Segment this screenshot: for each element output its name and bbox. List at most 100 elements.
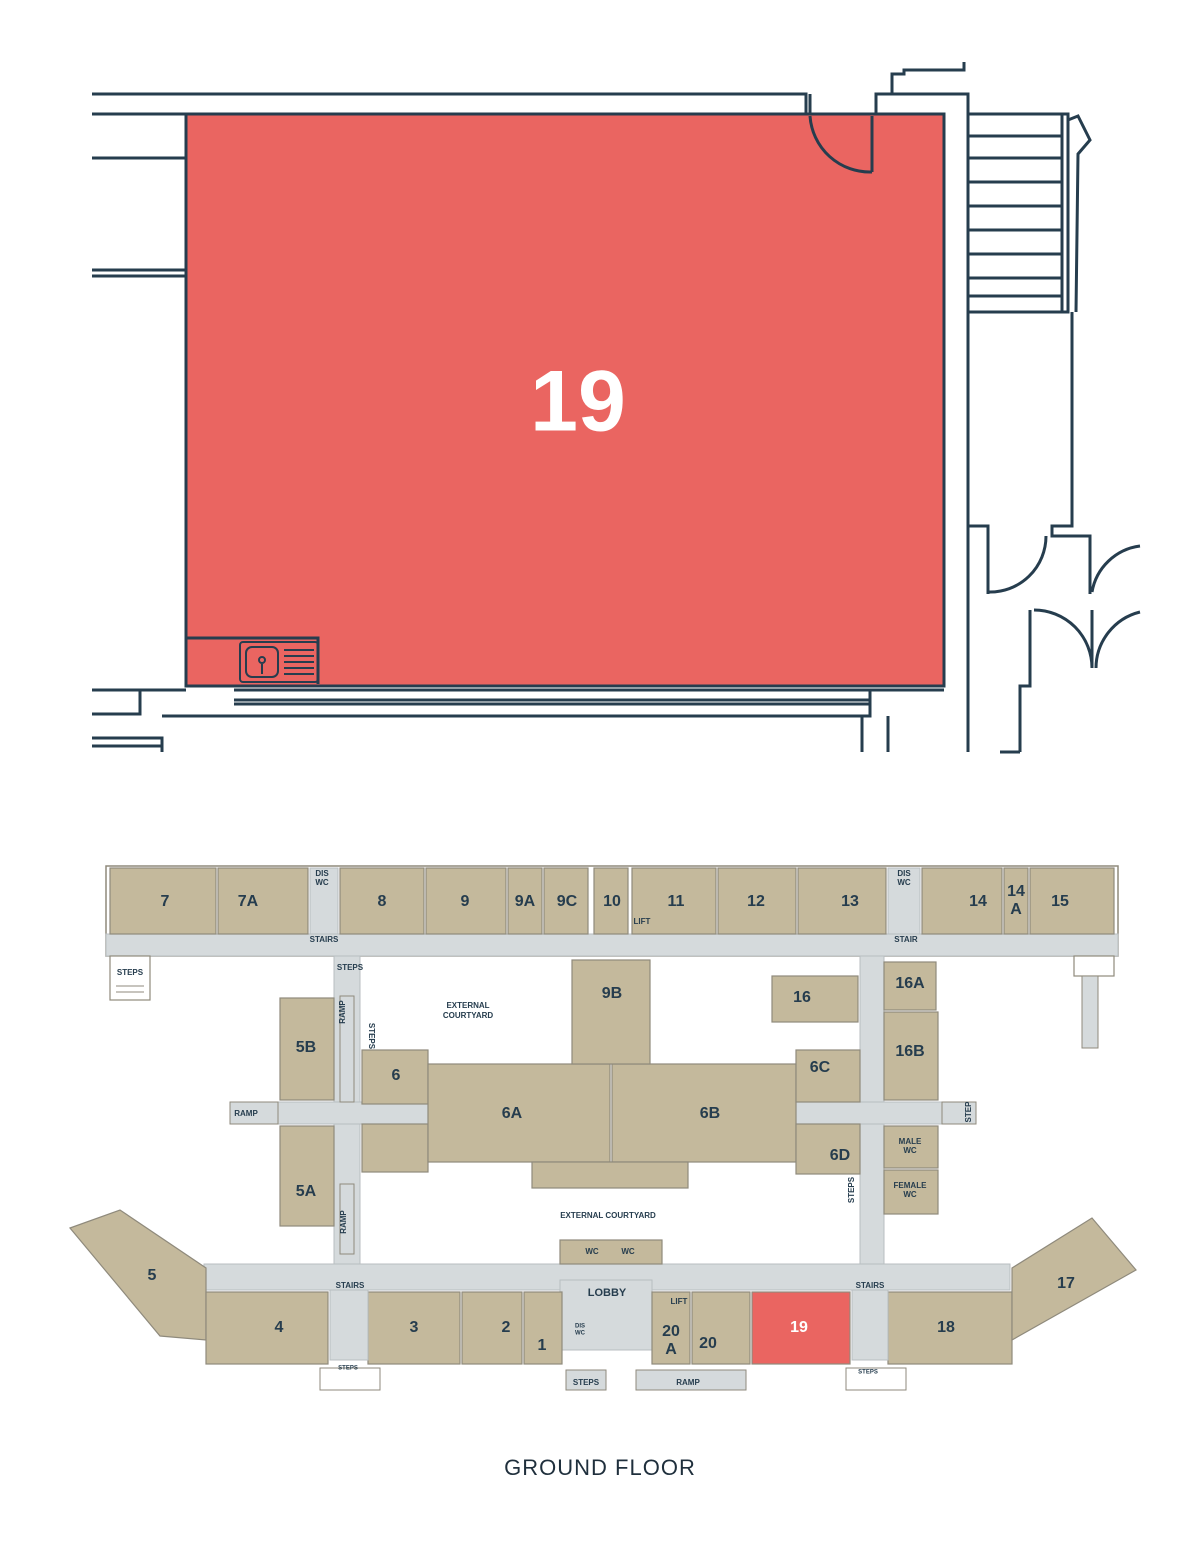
label-room-20a-top: 20 [662, 1323, 680, 1340]
label-lift-bottom: LIFT [671, 1297, 688, 1306]
label-dis-wc-right-1: DIS [897, 869, 911, 878]
room-8[interactable] [339, 867, 425, 935]
label-ramp-lobby: RAMP [676, 1378, 700, 1387]
label-room-14: 14 [969, 893, 987, 910]
room-6-lower [361, 1123, 429, 1173]
floor-caption: GROUND FLOOR [504, 1455, 696, 1480]
label-courtyard-top-2: COURTYARD [443, 1011, 494, 1020]
male-wc-room [883, 1125, 939, 1169]
label-room-6c: 6C [810, 1059, 831, 1076]
label-room-6b: 6B [700, 1105, 720, 1122]
north-corridor [105, 933, 1119, 957]
room-9b[interactable] [571, 959, 651, 1065]
label-steps-small-3: STEPS [847, 1176, 856, 1203]
label-room-4: 4 [275, 1319, 284, 1336]
room-5[interactable] [68, 1209, 207, 1341]
room-14a[interactable] [1003, 867, 1029, 935]
label-room-13: 13 [841, 893, 859, 910]
room-16[interactable] [771, 975, 859, 1023]
label-room-9b: 9B [602, 985, 622, 1002]
label-room-12: 12 [747, 893, 765, 910]
label-room-18: 18 [937, 1319, 955, 1336]
room-16a[interactable] [883, 961, 937, 1011]
label-dis-wc-left-1: DIS [315, 869, 329, 878]
label-step-right: STEP [964, 1101, 973, 1123]
label-room-20a-bottom: A [665, 1341, 677, 1358]
room-6a[interactable] [427, 1063, 611, 1163]
label-ramp-lower-vertical: RAMP [339, 1210, 348, 1234]
room-2[interactable] [461, 1291, 523, 1365]
room-1[interactable] [523, 1291, 563, 1365]
room-5a[interactable] [279, 1125, 335, 1227]
label-lift-top: LIFT [634, 917, 651, 926]
room-6d[interactable] [795, 1123, 861, 1175]
room-7a[interactable] [217, 867, 309, 935]
label-room-7a: 7A [238, 893, 259, 910]
label-room-11: 11 [668, 893, 685, 910]
label-male-wc-1: MALE [899, 1137, 922, 1146]
label-room-19: 19 [790, 1319, 808, 1336]
room-14[interactable] [921, 867, 1003, 935]
room-6b[interactable] [611, 1063, 797, 1163]
label-room-9c: 9C [557, 893, 578, 910]
label-room-10: 10 [603, 893, 621, 910]
label-room-1: 1 [538, 1337, 547, 1354]
room-6c[interactable] [795, 1049, 861, 1103]
label-lobby: LOBBY [588, 1287, 627, 1299]
label-wc-right: WC [621, 1247, 635, 1256]
label-room-6d: 6D [830, 1147, 850, 1164]
label-courtyard-middle: EXTERNAL COURTYARD [560, 1211, 656, 1220]
label-stairs-left: STAIRS [310, 935, 339, 944]
label-room-8: 8 [378, 893, 387, 910]
room-4[interactable] [205, 1291, 329, 1365]
room-20[interactable] [691, 1291, 751, 1365]
label-dis-wc-lobby-1: DIS [575, 1324, 585, 1330]
room-20a[interactable] [651, 1291, 691, 1365]
label-steps-small-2: STEPS [367, 1023, 376, 1050]
room-9c[interactable] [543, 867, 589, 935]
room-16b[interactable] [883, 1011, 939, 1101]
label-room-16a: 16A [895, 975, 925, 992]
label-room-16: 16 [793, 989, 811, 1006]
room-13[interactable] [797, 867, 887, 935]
label-dis-wc-left-2: WC [315, 878, 329, 887]
label-courtyard-top-1: EXTERNAL [446, 1001, 489, 1010]
room-17[interactable] [1011, 1217, 1137, 1342]
label-stair-right: STAIR [894, 935, 918, 944]
label-room-5b: 5B [296, 1039, 316, 1056]
room-19[interactable] [751, 1291, 851, 1365]
room-9a[interactable] [507, 867, 543, 935]
label-stairs-bottom-right: STAIRS [856, 1281, 885, 1290]
room-11[interactable] [631, 867, 717, 935]
label-steps-lobby: STEPS [573, 1378, 600, 1387]
room-5b[interactable] [279, 997, 335, 1101]
label-dis-wc-right-2: WC [897, 878, 911, 887]
room-10[interactable] [593, 867, 629, 935]
label-ramp-left-horizontal: RAMP [234, 1109, 258, 1118]
label-ramp-left-vertical: RAMP [338, 1000, 347, 1024]
room-7[interactable] [109, 867, 217, 935]
detail-room-19[interactable] [184, 112, 946, 688]
room-12[interactable] [717, 867, 797, 935]
room-15[interactable] [1029, 867, 1115, 935]
label-dis-wc-lobby-2: WC [575, 1331, 586, 1337]
label-room-3: 3 [410, 1319, 419, 1336]
label-wc-left: WC [585, 1247, 599, 1256]
label-room-20: 20 [699, 1335, 717, 1352]
room-9[interactable] [425, 867, 507, 935]
label-steps-small-1: STEPS [337, 963, 364, 972]
label-room-9: 9 [461, 893, 470, 910]
label-steps-bottom-right: STEPS [858, 1370, 878, 1376]
detail-room-label: 19 [530, 354, 626, 450]
label-female-wc-2: WC [903, 1190, 917, 1199]
label-male-wc-2: WC [903, 1146, 917, 1155]
label-room-16b: 16B [895, 1043, 924, 1060]
label-room-9a: 9A [515, 893, 536, 910]
room-6[interactable] [361, 1049, 429, 1105]
label-steps-bottom-left: STEPS [338, 1366, 358, 1372]
label-room-7: 7 [161, 893, 170, 910]
label-room-6a: 6A [502, 1105, 523, 1122]
label-room-14a-bottom: A [1010, 901, 1022, 918]
label-room-5a: 5A [296, 1183, 317, 1200]
